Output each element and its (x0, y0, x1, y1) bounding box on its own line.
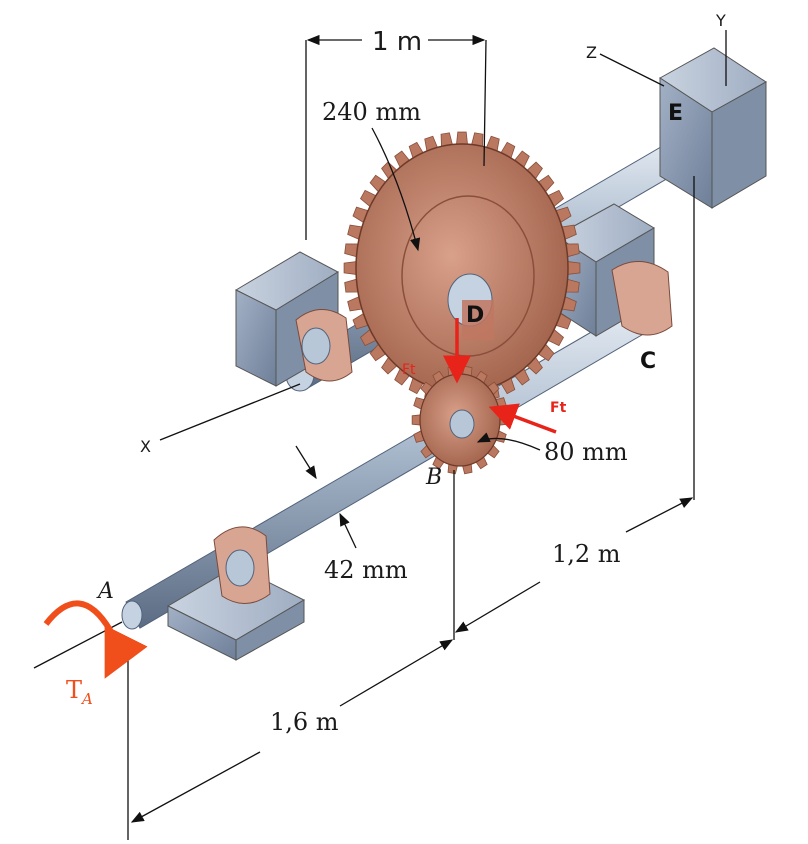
force-arrows (443, 318, 557, 434)
axis-y-label: Y (715, 11, 726, 30)
point-e-label: E (668, 101, 683, 126)
point-d-box (462, 300, 494, 340)
point-b-label: B (425, 465, 442, 490)
point-d-label: D (466, 303, 484, 328)
gear-radius-label: 240 mm (322, 98, 421, 126)
point-c-label: C (640, 349, 656, 374)
force-vertical-label: Ft (402, 362, 416, 378)
bearing-block-e (659, 47, 767, 209)
torque-label: TA (66, 676, 93, 708)
bearing-block-left (234, 251, 353, 387)
dim-top-label: 1 m (372, 27, 422, 57)
pinion-radius-label: 80 mm (544, 438, 628, 466)
pinion-gear-b (411, 365, 509, 475)
bearing-block-c (555, 203, 673, 337)
force-tangential-label: Ft (550, 400, 567, 416)
torque-subscript: A (80, 690, 93, 708)
torque-letter: T (66, 676, 82, 704)
point-a-label: A (96, 579, 114, 604)
dim-be-label: 1,2 m (552, 540, 621, 568)
axis-x-label: X (140, 437, 151, 456)
shaft-diameter-label: 42 mm (324, 556, 408, 584)
force-tangential-arrow (488, 403, 557, 434)
axis-z-label: Z (586, 43, 597, 62)
torque-arrow (43, 600, 148, 679)
bearing-block-a (166, 526, 306, 661)
dimension-lines (33, 30, 727, 840)
dim-ab-label: 1,6 m (270, 708, 339, 736)
